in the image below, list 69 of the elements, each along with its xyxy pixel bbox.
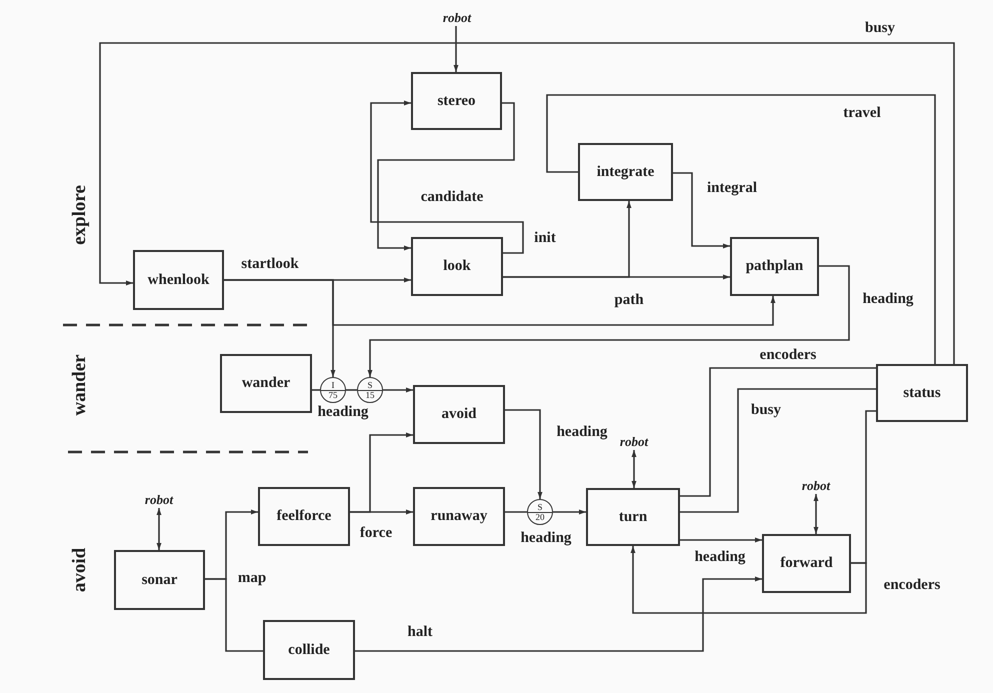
process-box <box>578 143 673 201</box>
module-name: pathplan <box>746 258 804 275</box>
layer-label: explore <box>69 185 91 245</box>
layer-label: wander <box>69 354 91 416</box>
process-box <box>133 250 224 310</box>
suppressor-node <box>357 377 383 403</box>
process-box <box>586 488 680 546</box>
arrow <box>673 172 730 248</box>
module-name: whenlook <box>148 272 210 288</box>
module-name: avoid <box>441 406 476 423</box>
arrow <box>505 409 542 499</box>
layer-label: avoid <box>69 548 91 592</box>
process-box <box>413 385 505 444</box>
edge-label: path <box>613 292 645 308</box>
module-name: wander <box>242 375 290 392</box>
edge-label: heading <box>556 424 608 440</box>
edge-label: heading <box>316 404 370 420</box>
arrow <box>814 494 818 534</box>
signal-label: robot <box>802 478 830 494</box>
module-name: turn <box>618 508 648 526</box>
arrow <box>368 265 850 377</box>
suppressor-value: 75 <box>328 390 338 400</box>
arrow <box>454 26 458 72</box>
suppressor-value: I <box>332 380 334 390</box>
suppressor-node <box>527 499 553 525</box>
module-name: look <box>443 258 471 275</box>
arrow <box>99 42 955 364</box>
arrow <box>503 201 632 278</box>
suppressor-value: S <box>367 380 372 390</box>
module-name: status <box>903 384 941 402</box>
process-box <box>762 534 851 593</box>
edge-label: integral <box>706 180 758 196</box>
suppressor-node <box>320 377 346 403</box>
edge-label: heading <box>520 530 572 546</box>
arrow <box>224 279 776 326</box>
process-box <box>114 550 205 610</box>
process-box <box>730 237 819 296</box>
module-name: runaway <box>430 508 488 525</box>
module-name: feelforce <box>276 508 332 525</box>
process-box <box>411 237 503 296</box>
process-box <box>413 487 505 546</box>
suppressor-value: 20 <box>536 512 544 522</box>
arrow <box>553 510 586 514</box>
signal-label: robot <box>620 434 648 450</box>
process-box <box>258 487 350 546</box>
module-name: collide <box>288 642 330 658</box>
module-name: stereo <box>437 92 476 110</box>
signal-label: robot <box>144 492 174 508</box>
arrow <box>156 508 162 550</box>
arrow <box>630 546 867 614</box>
process-box <box>263 620 355 680</box>
edge-label: heading <box>862 291 914 307</box>
module-name: integrate <box>596 164 654 180</box>
arrow <box>350 432 413 513</box>
arrow <box>632 450 636 488</box>
edge-label: busy <box>864 20 896 36</box>
module-name: sonar <box>142 572 178 588</box>
arrow <box>383 388 413 392</box>
arrow <box>355 576 762 652</box>
process-box <box>220 354 312 413</box>
process-box <box>876 364 968 422</box>
signal-label: robot <box>442 10 472 26</box>
suppressor-value: 15 <box>366 390 374 400</box>
edge-label: busy <box>750 402 782 418</box>
edge-label: heading <box>694 549 746 565</box>
module-name: forward <box>780 555 833 572</box>
process-box <box>411 72 502 130</box>
arrow <box>680 538 762 542</box>
suppressor-value: S <box>537 502 542 512</box>
